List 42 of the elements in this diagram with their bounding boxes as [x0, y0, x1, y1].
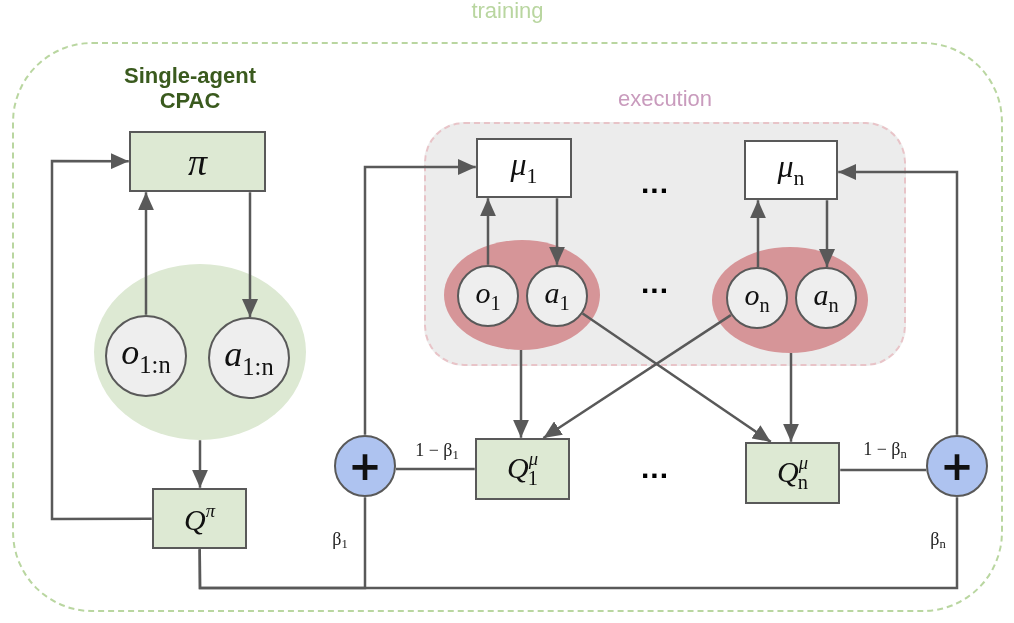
plus-sign: +	[348, 446, 382, 486]
symbol-label: o$_{1}$	[475, 278, 501, 314]
ellipsis-mark: ...	[641, 268, 669, 298]
symbol-label: a$_{1:n}$	[224, 336, 274, 380]
variable-circle	[726, 267, 788, 329]
process-box	[475, 438, 570, 500]
ellipsis-mark: ...	[641, 168, 669, 198]
arrow	[363, 159, 476, 435]
region-label: execution	[616, 88, 714, 110]
symbol-label: μ$_{1}$	[510, 148, 538, 188]
arrow	[192, 440, 208, 488]
plus-sign: +	[940, 446, 974, 486]
arrow	[750, 200, 766, 267]
process-box	[744, 140, 838, 200]
arrow	[783, 353, 799, 442]
arrow	[242, 192, 258, 317]
symbol-label: π	[187, 142, 207, 181]
symbol-label: a$_{1}$	[544, 278, 570, 314]
arrow	[542, 314, 732, 439]
process-box	[152, 488, 247, 549]
ellipsis-mark: ...	[641, 453, 669, 483]
arrow	[581, 312, 772, 443]
arrow	[138, 192, 154, 315]
arrow	[838, 164, 959, 435]
arrow	[819, 200, 835, 267]
arrow	[480, 198, 496, 265]
symbol-label: Q$^{π}$	[184, 502, 215, 535]
variable-circle	[795, 267, 857, 329]
process-box	[745, 442, 840, 504]
symbol-label: o$_{1:n}$	[121, 334, 171, 378]
symbol-label: μ$_{n}$	[777, 150, 805, 190]
arrow	[50, 153, 152, 521]
process-box	[476, 138, 572, 198]
symbol-label: a$_{n}$	[813, 280, 839, 316]
process-box	[129, 131, 266, 192]
arrow	[549, 198, 565, 265]
region-label: training	[470, 0, 545, 22]
symbol-label: o$_{n}$	[744, 280, 770, 316]
panel-title: Single-agent CPAC	[123, 62, 257, 114]
variable-circle	[457, 265, 519, 327]
variable-circle	[526, 265, 588, 327]
arrow	[513, 350, 529, 438]
